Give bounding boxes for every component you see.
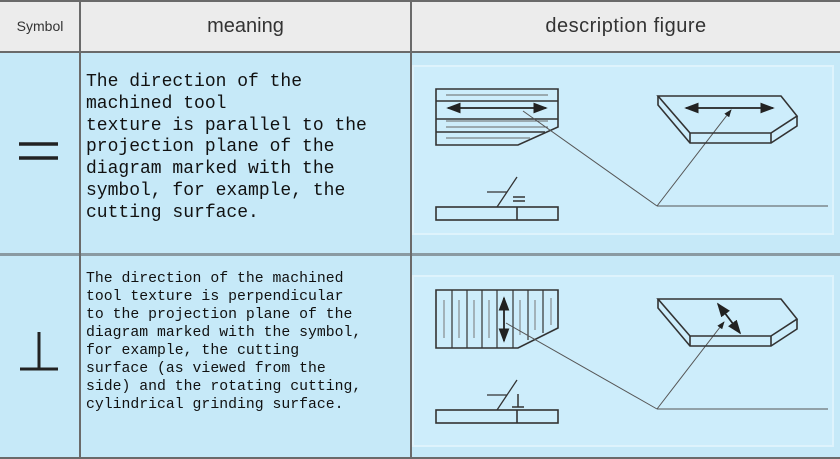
divider [0,253,840,256]
divider [79,0,81,459]
divider [0,51,840,53]
divider [0,457,840,459]
perpendicular-symbol-icon [20,332,58,371]
header-symbol: Symbol [0,0,80,52]
parallel-symbol-icon [19,142,58,160]
divider [0,0,840,2]
header-description-figure: description figure [412,0,840,52]
row-2-meaning: The direction of the machined tool textu… [86,271,362,413]
divider [410,0,412,459]
parallel-texture-figure [412,65,834,235]
perpendicular-texture-figure [412,275,834,447]
row-1-meaning: The direction of the machined tool textu… [86,72,367,223]
header-meaning: meaning [81,0,410,52]
